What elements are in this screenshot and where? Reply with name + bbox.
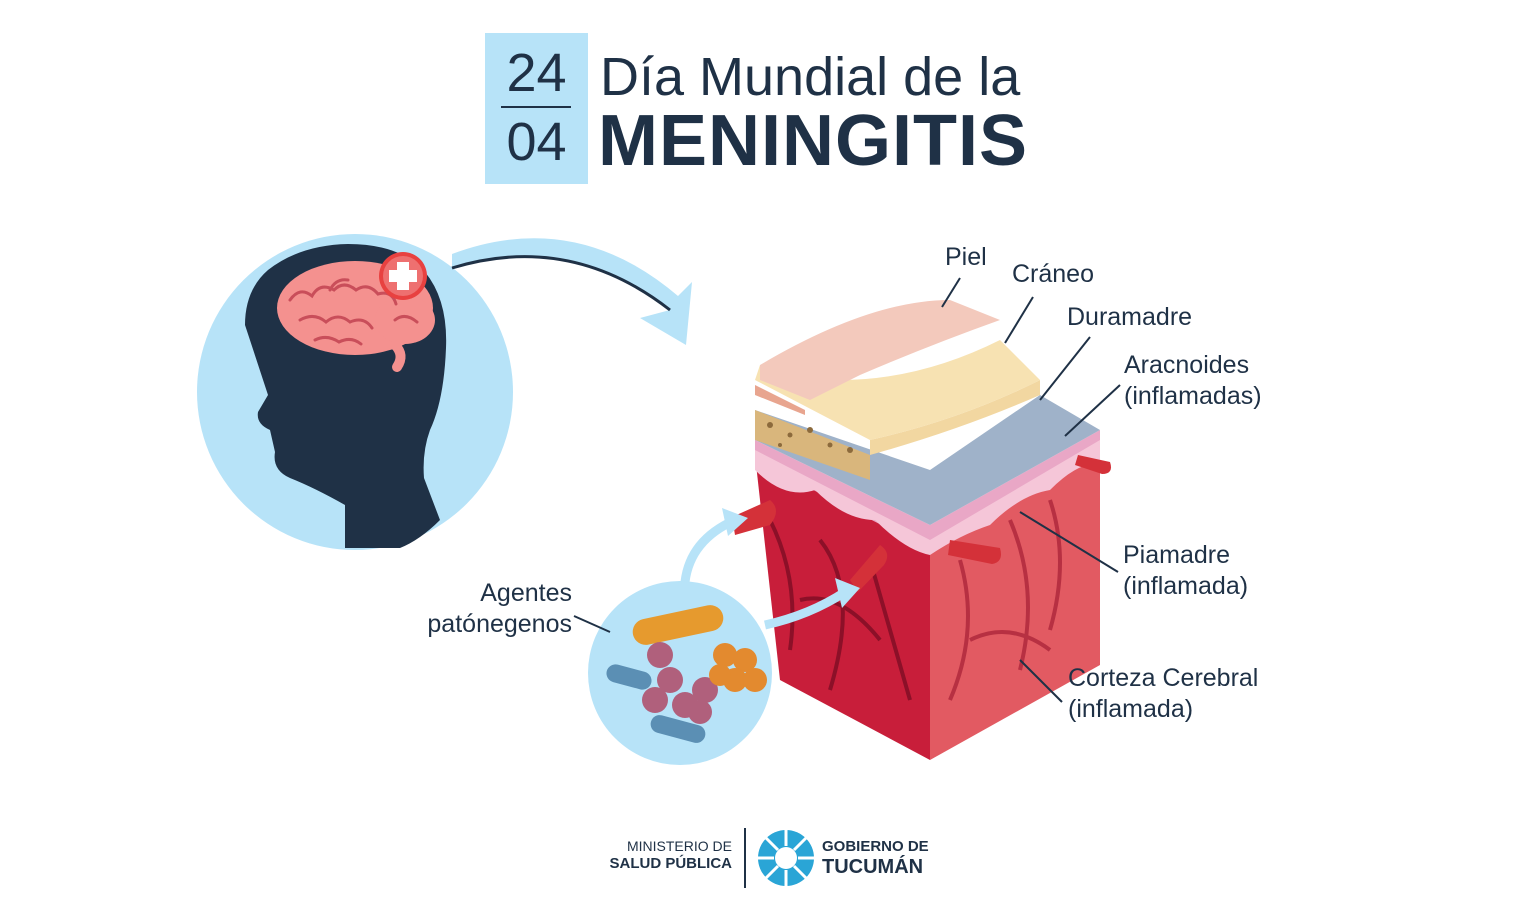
gobierno-logo-text: GOBIERNO DE TUCUMÁN (822, 837, 929, 877)
curved-arrow-icon (451, 238, 692, 345)
medical-cross-icon (379, 252, 427, 300)
label-duramadre: Duramadre (1067, 303, 1193, 331)
label-aracnoides: Aracnoides (1124, 351, 1250, 379)
label-aracnoides-note: (inflamadas) (1124, 382, 1262, 410)
label-agentes: Agentes (480, 579, 572, 607)
gobierno-line-2: TUCUMÁN (822, 856, 924, 878)
label-piel: Piel (945, 243, 987, 271)
ministerio-line-1: MINISTERIO DE (626, 838, 732, 854)
title-line-2: MENINGITIS (598, 101, 1029, 181)
label-craneo: Cráneo (1012, 260, 1094, 288)
label-corteza-note: (inflamada) (1068, 695, 1194, 723)
gobierno-line-1: GOBIERNO DE (822, 838, 929, 855)
label-agentes-note: patónegenos (427, 610, 572, 638)
government-logo-icon (758, 830, 814, 886)
date-divider (501, 106, 571, 108)
tissue-block (732, 300, 1111, 760)
label-piamadre-note: (inflamada) (1123, 572, 1249, 600)
footer-divider (744, 828, 746, 888)
infection-arrow-icon (680, 508, 860, 630)
date-box (485, 33, 588, 184)
leader-lines (573, 277, 1121, 703)
pathogens-icon (588, 581, 772, 765)
ministerio-logo-text: MINISTERIO DE SALUD PÚBLICA (572, 837, 733, 873)
ministerio-line-2: SALUD PÚBLICA (609, 855, 733, 872)
date-month: 04 (506, 112, 567, 172)
date-day: 24 (506, 43, 567, 103)
label-corteza: Corteza Cerebral (1068, 664, 1259, 692)
title-line-1: Día Mundial de la (600, 47, 1021, 107)
label-piamadre: Piamadre (1123, 541, 1230, 569)
